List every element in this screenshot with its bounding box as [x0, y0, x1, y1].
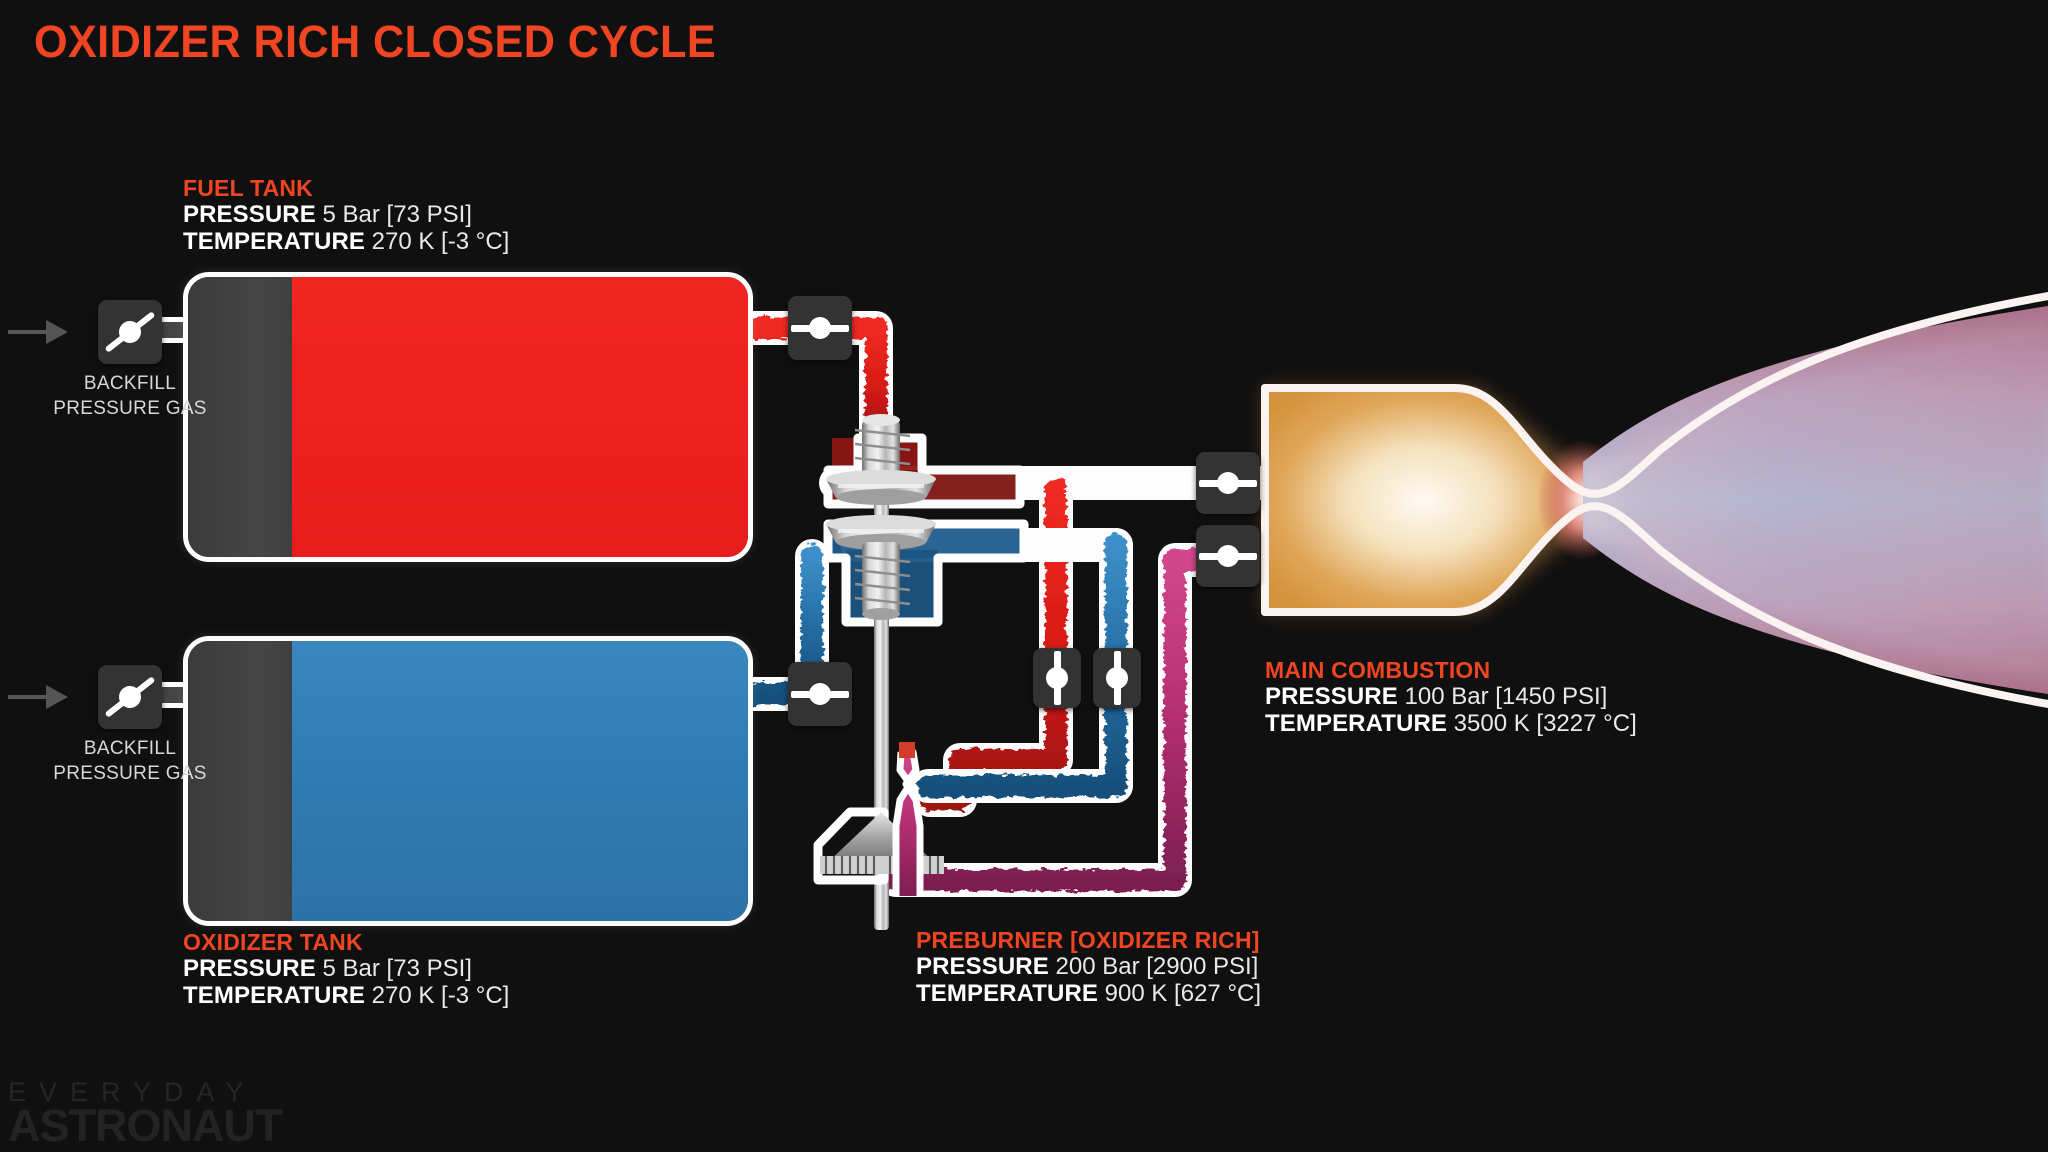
chamber-fill — [1265, 388, 1580, 612]
main-combustion-temperature-value: 3500 K [3227 °C] — [1453, 709, 1637, 737]
oxidizer-tank-temperature-row: TEMPERATURE 270 K [-3 °C] — [183, 981, 510, 1010]
valve-oxidizer-backfill[interactable] — [98, 665, 162, 729]
preburner-title: PREBURNER [OXIDIZER RICH] — [916, 927, 1260, 953]
preburner-pressure-value: 200 Bar [2900 PSI] — [1055, 952, 1259, 980]
page-title: OXIDIZER RICH CLOSED CYCLE — [34, 16, 717, 67]
main-combustion-pressure-key: PRESSURE — [1265, 682, 1398, 710]
main-combustion-pressure-value: 100 Bar [1450 PSI] — [1404, 682, 1608, 710]
preburner-pressure-row: PRESSURE 200 Bar [2900 PSI] — [916, 952, 1261, 981]
valve-chamber-fuel-injector[interactable] — [1196, 452, 1260, 514]
preburner-temperature-row: TEMPERATURE 900 K [627 °C] — [916, 979, 1262, 1008]
valve-handle-icon — [1106, 667, 1128, 689]
main-combustion-pressure-row: PRESSURE 100 Bar [1450 PSI] — [1265, 682, 1637, 711]
nozzle-outline-bottom — [1261, 502, 2048, 708]
fuel-tank-label-block: FUEL TANK PRESSURE 5 Bar [73 PSI] TEMPER… — [183, 175, 510, 256]
main-combustion-temperature-key: TEMPERATURE — [1265, 709, 1447, 737]
valve-handle-icon — [809, 317, 831, 339]
valve-fuel-tank-outlet[interactable] — [788, 296, 852, 360]
nozzle-outline-top — [1261, 292, 2048, 498]
preburner-injector — [892, 742, 924, 896]
main-combustion-title: MAIN COMBUSTION — [1265, 657, 1491, 683]
oxidizer-tank — [183, 636, 753, 926]
fuel-tank-temperature-key: TEMPERATURE — [183, 227, 365, 255]
valve-handle-icon — [1217, 472, 1239, 494]
watermark-line-2: ASTRONAUT — [8, 1099, 282, 1151]
oxidizer-tank-pressure-value: 5 Bar [73 PSI] — [322, 954, 472, 982]
valve-handle-icon — [119, 321, 141, 343]
valve-fuel-backfill[interactable] — [98, 300, 162, 364]
oxidizer-tank-label-block: OXIDIZER TANK PRESSURE 5 Bar [73 PSI] TE… — [183, 929, 510, 1010]
preburner-temperature-key: TEMPERATURE — [916, 979, 1098, 1007]
main-combustion-chamber-and-nozzle — [1261, 292, 2048, 708]
fuel-tank-pressure-row: PRESSURE 5 Bar [73 PSI] — [183, 200, 509, 229]
oxidizer-tank-pressure-row: PRESSURE 5 Bar [73 PSI] — [183, 954, 509, 983]
valve-handle-icon — [1217, 545, 1239, 567]
valve-oxidizer-tank-outlet[interactable] — [788, 662, 852, 726]
ox-impeller — [826, 515, 936, 620]
watermark-line-1: EVERYDAY — [8, 1076, 257, 1107]
fuel-tank-pressure-value: 5 Bar [73 PSI] — [322, 200, 472, 228]
oxidizer-tank-temperature-key: TEMPERATURE — [183, 981, 365, 1009]
fuel-tank-pressure-key: PRESSURE — [183, 200, 316, 228]
valve-handle-icon — [119, 686, 141, 708]
fuel-tank-ullage — [188, 277, 292, 557]
main-combustion-temperature-row: TEMPERATURE 3500 K [3227 °C] — [1265, 709, 1637, 738]
valve-fuel-preburner[interactable] — [1033, 648, 1081, 708]
oxidizer-tank-ullage — [188, 641, 292, 921]
pipe-ox-to-preburner — [911, 528, 1133, 803]
watermark: EVERYDAY ASTRONAUT — [8, 1076, 282, 1151]
backfill-oxidizer-label: BACKFILL PRESSURE GAS — [53, 738, 207, 784]
arrow-fuel-backfill-icon — [8, 320, 68, 344]
fuel-tank-title: FUEL TANK — [183, 175, 313, 201]
valve-handle-icon — [1046, 667, 1068, 689]
backfill-fuel-label: BACKFILL PRESSURE GAS — [53, 373, 207, 419]
oxidizer-tank-temperature-value: 270 K [-3 °C] — [371, 981, 510, 1009]
oxidizer-tank-title: OXIDIZER TANK — [183, 929, 363, 955]
preburner-temperature-value: 900 K [627 °C] — [1104, 979, 1262, 1007]
arrow-oxidizer-backfill-icon — [8, 685, 68, 709]
oxidizer-tank-pressure-key: PRESSURE — [183, 954, 316, 982]
main-combustion-label-block: MAIN COMBUSTION PRESSURE 100 Bar [1450 P… — [1265, 657, 1637, 738]
valve-chamber-hotgas-injector[interactable] — [1196, 525, 1260, 587]
valve-handle-icon — [809, 683, 831, 705]
preburner-pressure-key: PRESSURE — [916, 952, 1049, 980]
fuel-impeller — [826, 414, 936, 505]
oxidizer-tank-propellant — [291, 641, 748, 921]
fuel-tank-propellant — [291, 277, 748, 557]
turbopump-assembly — [813, 414, 1186, 930]
fuel-tank-temperature-value: 270 K [-3 °C] — [371, 227, 510, 255]
valve-oxidizer-preburner[interactable] — [1093, 648, 1141, 708]
fuel-tank-temperature-row: TEMPERATURE 270 K [-3 °C] — [183, 227, 510, 256]
fuel-tank — [183, 272, 753, 562]
preburner-label-block: PREBURNER [OXIDIZER RICH] PRESSURE 200 B… — [916, 927, 1262, 1008]
